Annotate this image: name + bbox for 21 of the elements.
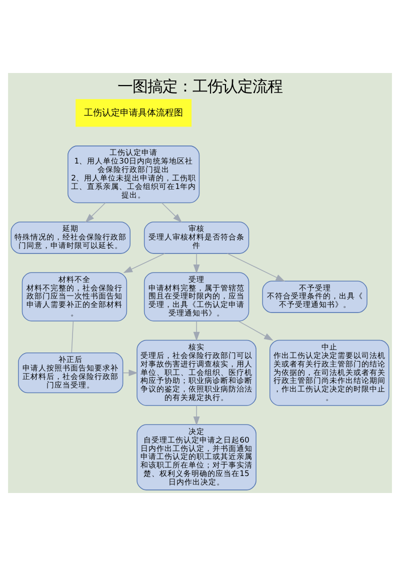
node-box: 工伤认定申请 1、用人单位30日内向统筹地区社会保险行政部门提出 2、用人单位未提出申请的，工伤职工、直系亲属、工会组织可在1年内提出。 <box>68 145 200 203</box>
node-box: 不予受理 不符合受理条件的，出具《不予受理通知书》。 <box>262 280 368 312</box>
arrow <box>193 404 200 426</box>
node-box: 延期 特殊情况的，经社会保险行政部门同意，申请时限可以延长。 <box>10 221 131 254</box>
node-box: 决定 自受理工伤认定申请之日起60日内作出工伤认定，并书面通知申请工伤认定的职工或其近亲属和该职工所在单位；对于事实清楚、权利义务明确的应当在15日内作出决定。 <box>136 424 256 490</box>
label: 工伤认定申请具体流程图 <box>84 106 184 118</box>
arrow <box>193 320 200 341</box>
arrow <box>193 252 200 274</box>
node-box: 材料不全 材料不完整的，社会保险行政部门应当一次性书面告知申请人需要补正的全部材料。 <box>22 272 128 321</box>
node-box: 补正后 申请人按照书面告知要求补正材料后，社会保险行政部门应当受理。 <box>18 352 124 393</box>
node-box: 中止 作出工伤认定决定需要以司法机关或者有关行政主管部门的结论为依据的，在司法机关或者有关行政主管部门尚未作出结论期间，作出工伤认定决定的时限中止。 <box>269 339 390 406</box>
node-box: 受理 申请材料完整，属于管辖范围且在受理时限内的，应当受理，出具《工伤认定申请受理通知书》。 <box>144 272 250 321</box>
diagram-title: 一图搞定：工伤认定流程 <box>118 76 282 95</box>
connector <box>71 320 74 353</box>
arrow <box>238 320 274 340</box>
arrow <box>226 252 286 282</box>
node-box: 审核 受理人审核材料是否符合条件 <box>144 221 250 254</box>
node-box: 核实 受理后，社会保险行政部门可以对事故伤害进行调查核实，用人单位、职工、工会组织、医疗机构应予协助；职业病诊断和诊断争议的鉴定，依照职业病防治法的有关规定执行。 <box>136 339 256 406</box>
arrow <box>161 202 182 222</box>
arrow <box>123 252 166 273</box>
arrow <box>85 202 106 222</box>
